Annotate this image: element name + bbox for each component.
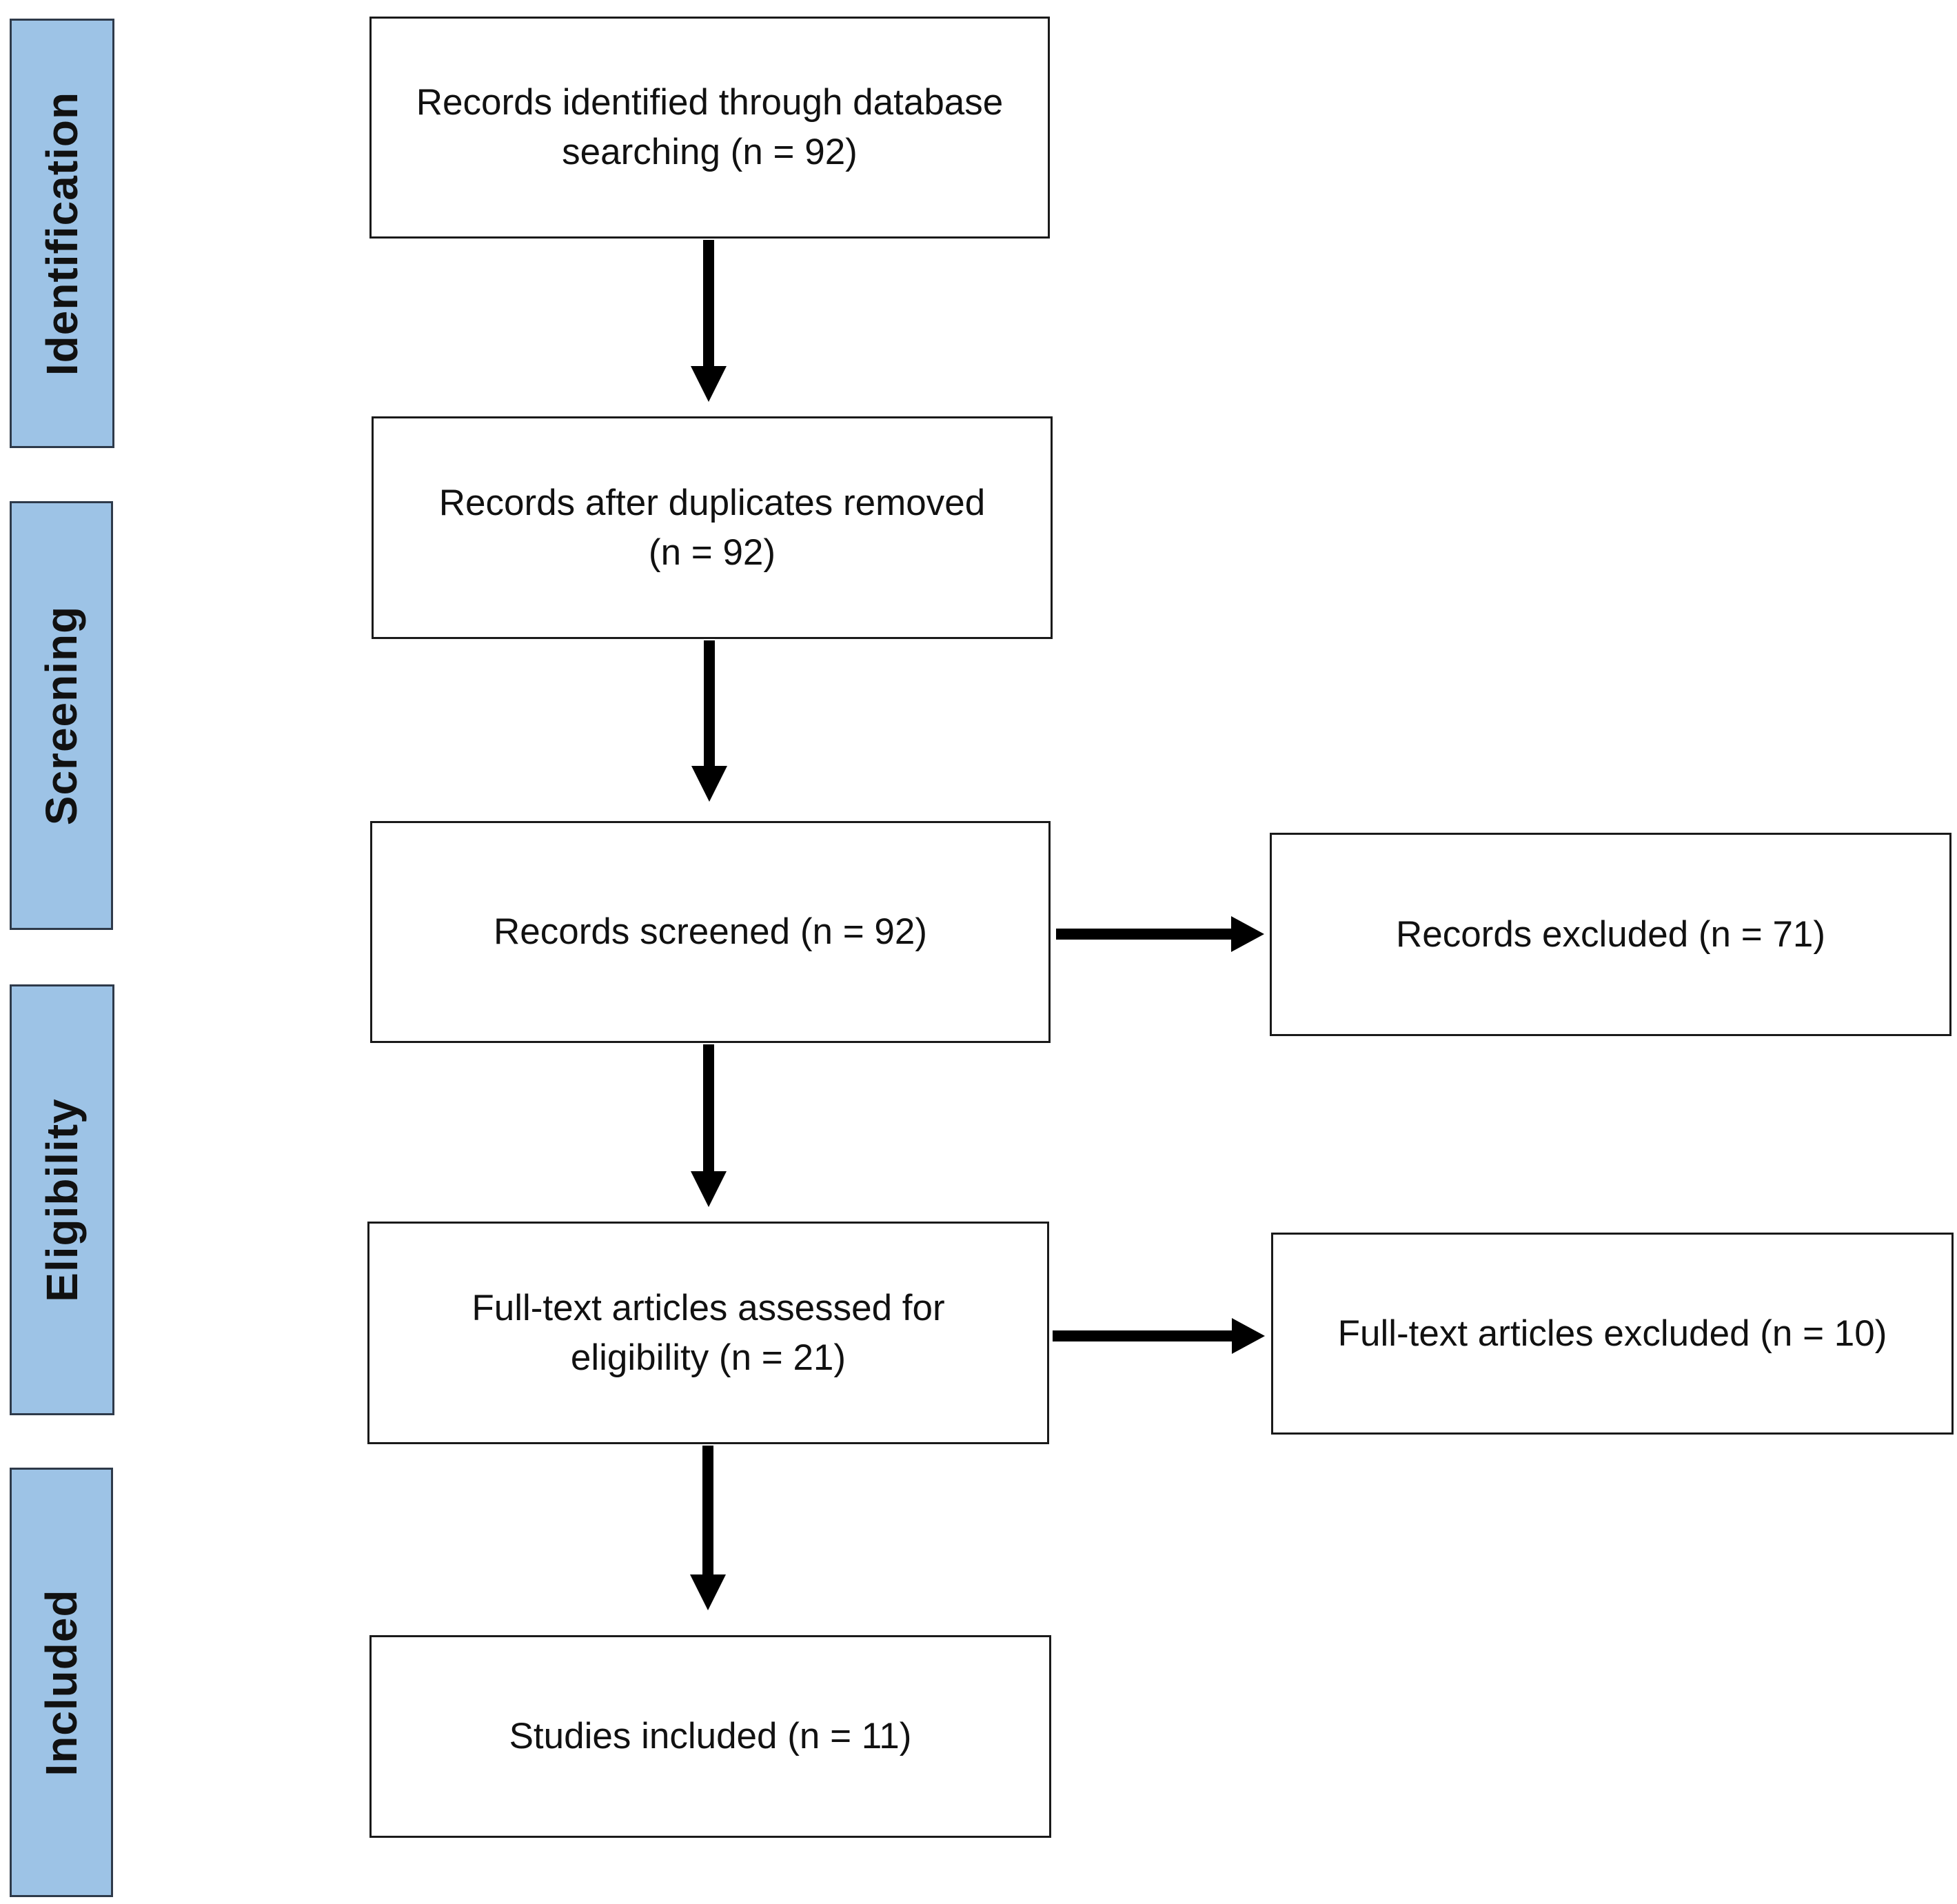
arrow-screened-to-fulltext-assessed xyxy=(691,1044,727,1207)
box-records-screened-line1: Records screened (n = 92) xyxy=(494,911,927,952)
stage-included: Included xyxy=(10,1468,113,1897)
box-fulltext-assessed-text: Full-text articles assessed for eligibil… xyxy=(444,1284,972,1383)
box-records-after-duplicates-line1: Records after duplicates removed xyxy=(438,482,986,523)
arrow-screened-to-excluded xyxy=(1056,916,1264,952)
box-fulltext-assessed-line2: eligibility (n = 21) xyxy=(570,1337,846,1378)
arrow-fulltext-assessed-to-included xyxy=(690,1446,726,1610)
box-records-identified-line2: searching (n = 92) xyxy=(562,132,858,172)
arrow-identified-to-after-duplicates xyxy=(691,240,727,402)
arrow-fulltext-assessed-to-fulltext-excluded xyxy=(1053,1318,1265,1354)
stage-included-label: Included xyxy=(37,1588,86,1776)
box-studies-included-line1: Studies included (n = 11) xyxy=(509,1716,912,1756)
box-fulltext-assessed-line1: Full-text articles assessed for xyxy=(471,1287,945,1328)
stage-screening: Screening xyxy=(10,501,113,930)
box-records-excluded-line1: Records excluded (n = 71) xyxy=(1395,913,1826,955)
box-studies-included-text: Studies included (n = 11) xyxy=(482,1712,940,1761)
box-records-after-duplicates-text: Records after duplicates removed (n = 92… xyxy=(412,478,1013,578)
box-fulltext-assessed: Full-text articles assessed for eligibil… xyxy=(367,1222,1049,1444)
box-fulltext-excluded: Full-text articles excluded (n = 10) xyxy=(1271,1233,1954,1435)
box-records-excluded-text: Records excluded (n = 71) xyxy=(1368,910,1853,960)
stage-eligibility: Eligibility xyxy=(10,984,114,1415)
stage-screening-label: Screening xyxy=(37,605,86,826)
box-records-screened: Records screened (n = 92) xyxy=(370,821,1051,1043)
stage-eligibility-label: Eligibility xyxy=(37,1097,87,1302)
box-records-screened-text: Records screened (n = 92) xyxy=(466,907,955,957)
box-records-excluded: Records excluded (n = 71) xyxy=(1270,833,1951,1036)
box-fulltext-excluded-line1: Full-text articles excluded (n = 10) xyxy=(1337,1313,1887,1354)
stage-identification: Identification xyxy=(10,19,114,448)
box-records-identified-line1: Records identified through database xyxy=(416,82,1004,123)
arrow-after-duplicates-to-screened xyxy=(691,640,727,802)
box-records-after-duplicates: Records after duplicates removed (n = 92… xyxy=(372,416,1053,639)
box-fulltext-excluded-text: Full-text articles excluded (n = 10) xyxy=(1310,1309,1915,1359)
box-records-after-duplicates-line2: (n = 92) xyxy=(648,531,776,573)
stage-identification-label: Identification xyxy=(37,91,87,376)
box-studies-included: Studies included (n = 11) xyxy=(369,1635,1051,1838)
box-records-identified-text: Records identified through database sear… xyxy=(389,78,1031,177)
box-records-identified: Records identified through database sear… xyxy=(369,17,1050,239)
